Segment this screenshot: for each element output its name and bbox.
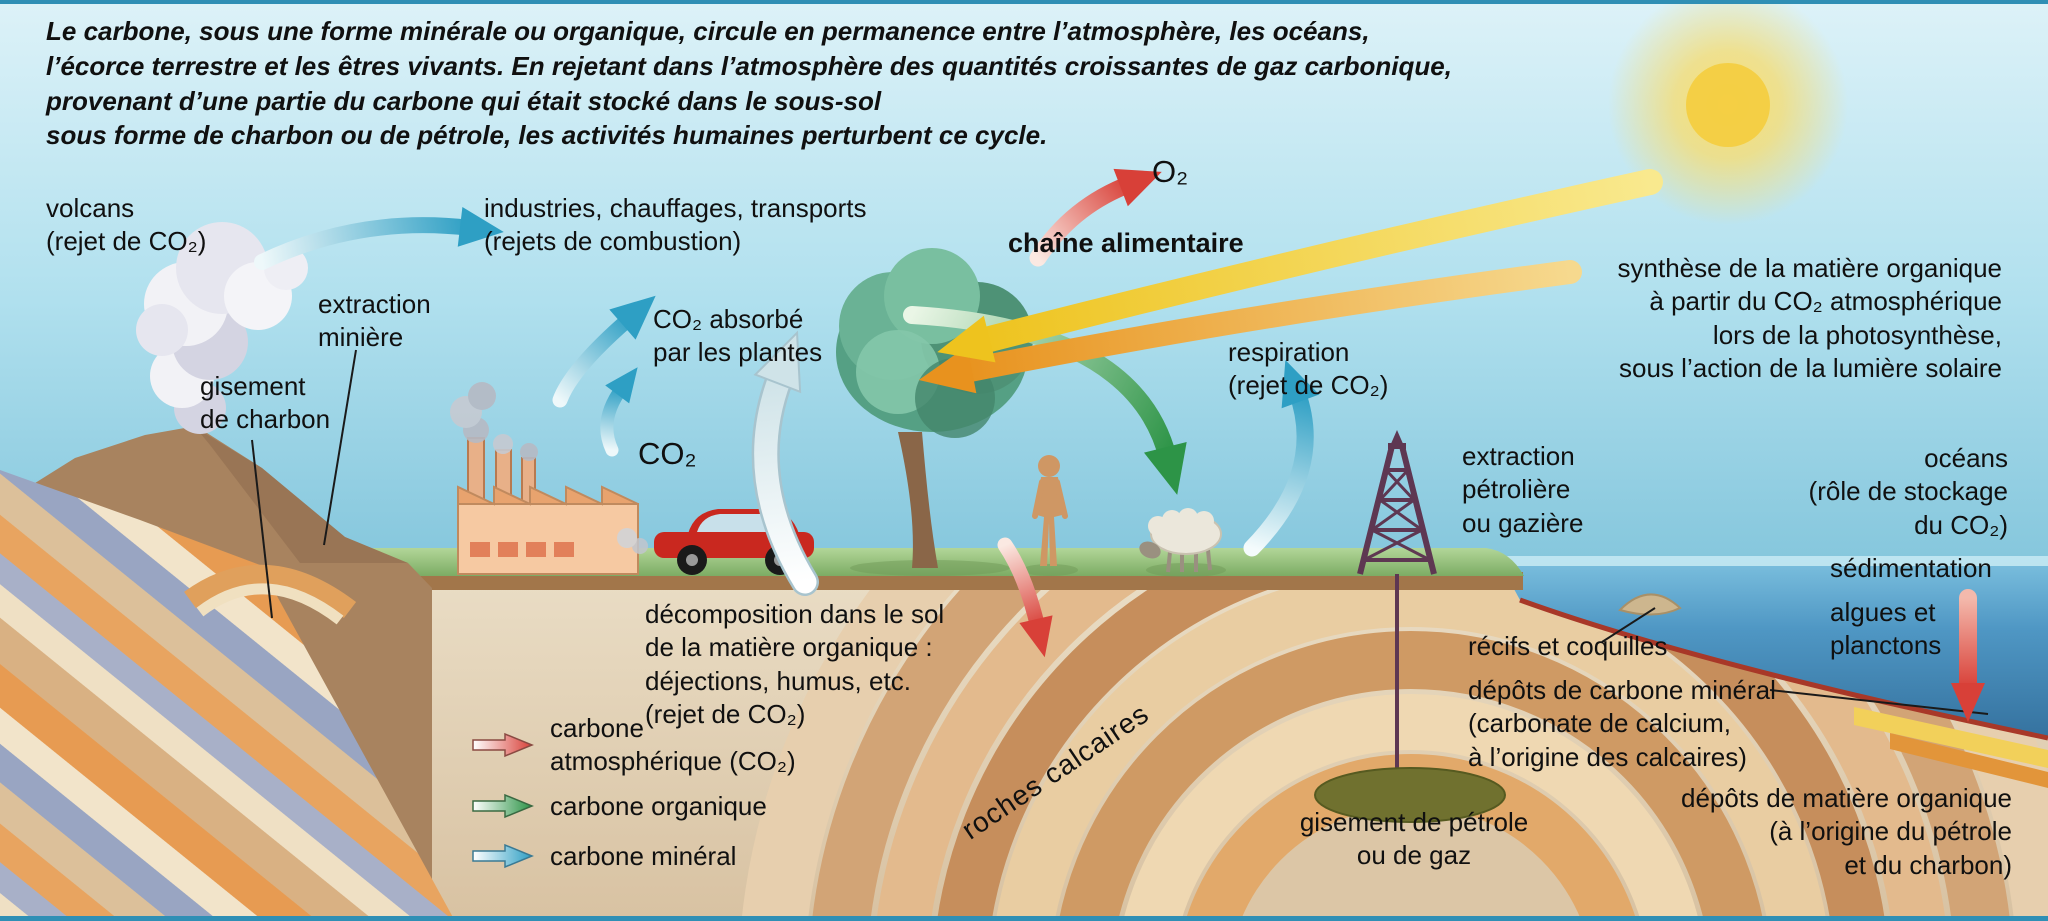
- red-arrow-icon: [472, 732, 534, 757]
- frame-line-top: [0, 0, 2048, 4]
- legend-item-carbone-mineral: carbone minéral: [470, 840, 736, 873]
- intro-text: Le carbone, sous une forme minérale ou o…: [46, 16, 1452, 151]
- label-synthese: synthèse de la matière organique à parti…: [1617, 253, 2002, 383]
- label-chaine-alimentaire: chaîne alimentaire: [1008, 228, 1244, 258]
- label-decomposition: décomposition dans le sol de la matière …: [645, 599, 945, 729]
- factory-windows: [470, 542, 574, 557]
- legend-item-carbone-atmospherique: carbone atmosphérique (CO₂): [470, 712, 796, 777]
- frame-line-bottom: [0, 916, 2048, 921]
- leader-gisement-charbon: [251, 439, 273, 619]
- label-depots-matiere-organique: dépôts de matière organique (à l’origine…: [1680, 783, 2012, 880]
- label-o2: O₂: [1152, 154, 1189, 189]
- oil-deposit: [1314, 767, 1506, 823]
- volcano: [0, 426, 455, 921]
- leader-recifs: [1601, 607, 1656, 643]
- label-gisement-petrole: gisement de pétrole ou de gaz: [1299, 807, 1529, 871]
- arrow-food-chain-orange: [918, 260, 1582, 394]
- car-exhaust: [617, 528, 648, 554]
- label-gisement-charbon: gisement de charbon: [200, 371, 331, 435]
- arrow-car-co2: [600, 367, 638, 457]
- sediment-layers: [1854, 707, 2048, 788]
- arrow-sedimentation: [1951, 589, 1985, 722]
- arrow-volcano-emissions: [254, 206, 504, 270]
- legend-item-carbone-organique: carbone organique: [470, 790, 767, 823]
- mountain-strata: [0, 470, 455, 921]
- label-oceans: océans (rôle de stockage du CO₂): [1808, 443, 2008, 540]
- legend-label-carbone-organique: carbone organique: [550, 791, 767, 821]
- soil-band: [295, 572, 1523, 590]
- label-depots-carbone-mineral: dépôts de carbone minéral (carbonate de …: [1468, 675, 1776, 772]
- sheep: [1139, 508, 1226, 577]
- label-co2: CO₂: [638, 436, 697, 471]
- arrow-sunlight: [937, 169, 1663, 363]
- label-extraction-petroliere: extraction pétrolière ou gazière: [1462, 441, 1584, 538]
- legend-label-carbone-atmospherique: carbone atmosphérique (CO₂): [550, 713, 796, 776]
- label-recifs: récifs et coquilles: [1468, 631, 1668, 661]
- cyan-arrow-icon: [472, 844, 534, 869]
- leader-depots-mineral: [1769, 689, 1989, 715]
- label-co2-absorbe: CO₂ absorbé par les plantes: [653, 304, 823, 368]
- seafloor-line: [1519, 597, 2048, 741]
- reef-bump: [1618, 593, 1682, 616]
- arrow-soil-co2: [751, 330, 819, 596]
- label-volcans: volcans (rejet de CO₂): [46, 193, 207, 257]
- arrow-decomposition: [997, 537, 1053, 658]
- label-respiration: respiration (rejet de CO₂): [1228, 337, 1389, 401]
- oil-derrick: [1357, 430, 1437, 790]
- label-algues: algues et planctons: [1830, 597, 1942, 661]
- human-figure: [1022, 455, 1078, 576]
- factory-smoke: [450, 382, 538, 461]
- label-extraction-miniere: extraction minière: [318, 289, 431, 353]
- green-arrow-icon: [472, 794, 534, 819]
- leader-extraction-miniere: [323, 349, 357, 546]
- factory: [450, 382, 639, 575]
- label-sedimentation: sédimentation: [1830, 553, 1992, 583]
- arrow-respiration: [1243, 360, 1320, 557]
- leader-lines: [251, 349, 1989, 715]
- label-industries: industries, chauffages, transports (reje…: [484, 193, 867, 257]
- legend-label-carbone-mineral: carbone minéral: [550, 841, 737, 871]
- sun: [1608, 0, 1848, 225]
- volcano-smoke: [136, 222, 308, 434]
- arrow-o2-release: [1029, 168, 1162, 267]
- arrow-factory-co2: [552, 295, 656, 408]
